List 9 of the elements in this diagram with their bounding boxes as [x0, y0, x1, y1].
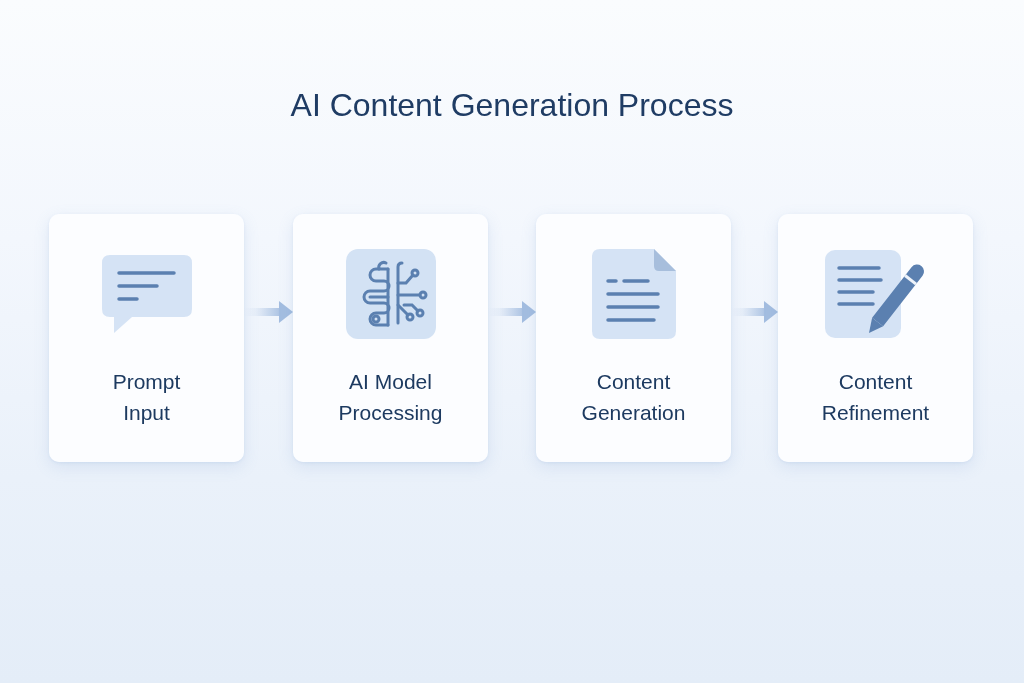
step-card [49, 214, 244, 462]
step-card [293, 214, 488, 462]
step-card [778, 214, 973, 462]
step-label: Prompt Input [111, 369, 182, 426]
step-label: Content Refinement [820, 369, 931, 426]
step-label: AI Model Processing [337, 369, 444, 426]
step-card [536, 214, 731, 462]
step-label: Content Generation [580, 369, 687, 426]
diagram-title: AI Content Generation Process [290, 86, 734, 125]
